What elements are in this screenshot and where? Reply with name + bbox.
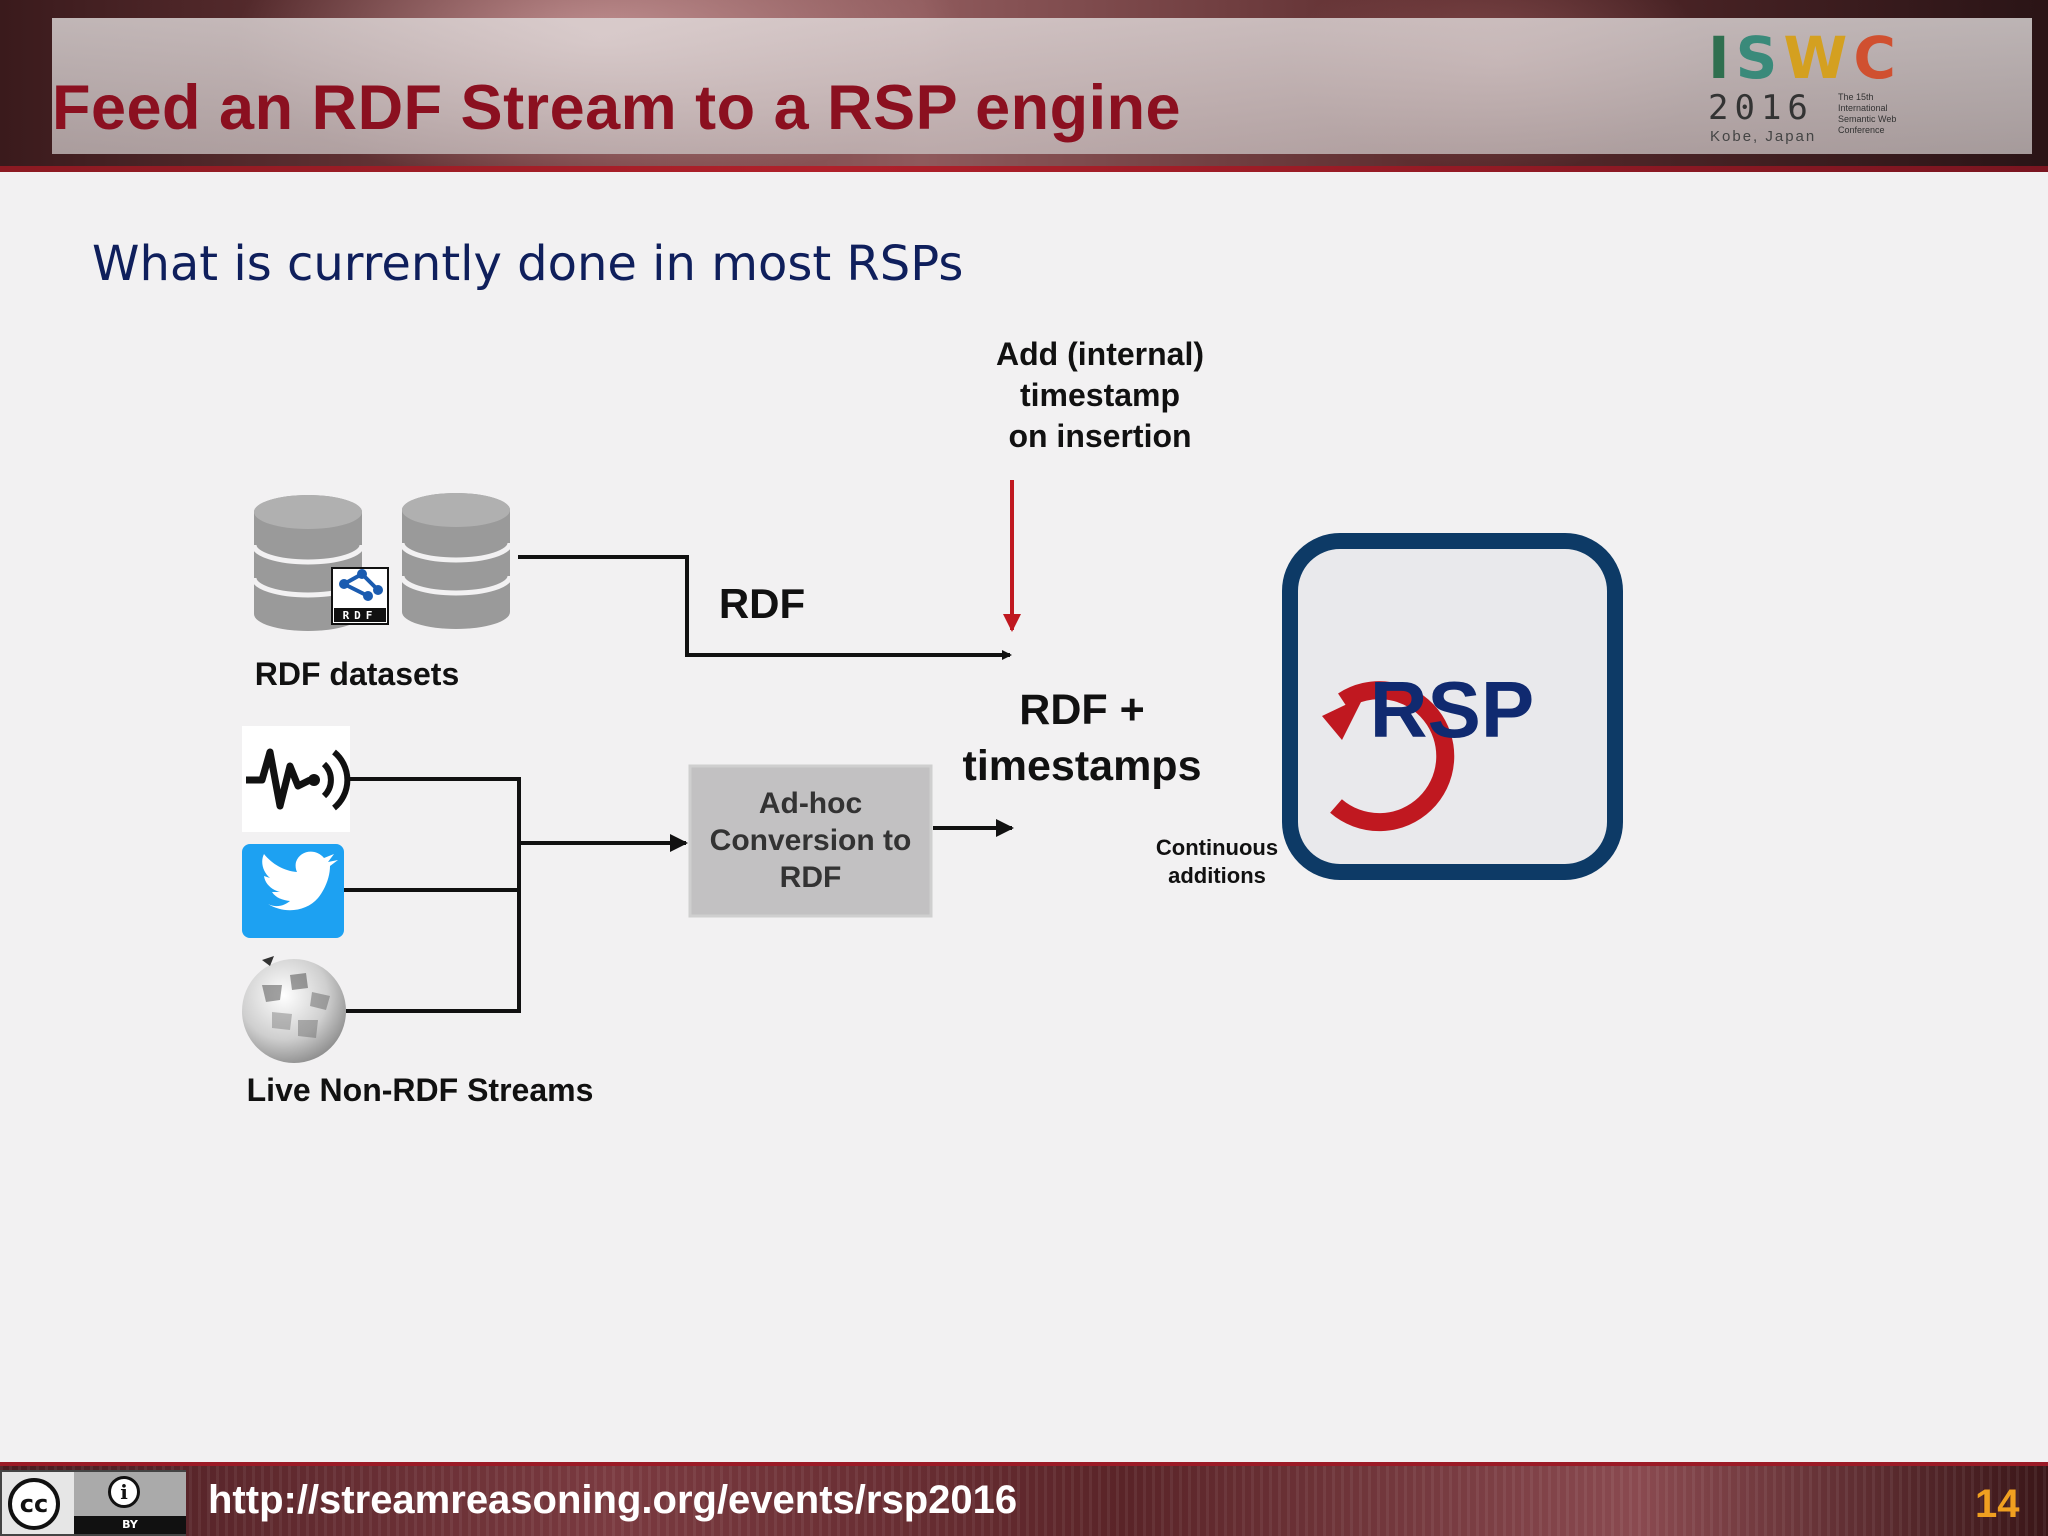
rdf-logo-icon: RDF [331, 567, 389, 625]
rsp-label: RSP [1369, 665, 1535, 754]
rdf-datasets-label: RDF datasets [254, 656, 460, 692]
conversion-box-line: Conversion to [709, 824, 912, 857]
stream-connectors [344, 777, 688, 1013]
cycle-arrow-icon [1322, 681, 1455, 832]
conversion-box-line: Ad-hoc [758, 787, 863, 820]
footer-url-link[interactable]: http://streamreasoning.org/events/rsp201… [208, 1478, 1018, 1522]
wikipedia-icon [242, 956, 346, 1063]
rdf-timestamps-label: RDF + timestamps [942, 682, 1222, 794]
timestamp-note-line: on insertion [1008, 418, 1192, 454]
conversion-box-label: Ad-hoc Conversion to RDF [690, 785, 931, 896]
header-divider [0, 166, 2048, 172]
iswc-logo: ISWC 2016 Kobe, Japan The 15th Internati… [1700, 24, 1930, 148]
cc-license-badge[interactable]: BY i cc [0, 1470, 186, 1536]
iswc-logo-letters: ISWC [1708, 24, 1902, 92]
cc-by-text: BY [122, 1518, 138, 1531]
rdf-connector [518, 555, 1012, 660]
iswc-logo-conference: The 15th International Semantic Web Conf… [1838, 92, 1897, 135]
slide-title: Feed an RDF Stream to a RSP engine [52, 73, 1182, 143]
continuous-additions-line: additions [1168, 863, 1266, 888]
continuous-additions-line: Continuous [1155, 835, 1279, 860]
timestamp-note-line: timestamp [1019, 377, 1181, 413]
conversion-box-line: RDF [779, 861, 842, 894]
cc-by-bottom [74, 1516, 186, 1534]
continuous-additions-label: Continuous additions [1132, 834, 1302, 890]
iswc-logo-place: Kobe, Japan [1710, 128, 1817, 145]
sensor-icon [242, 726, 351, 832]
cc-icon: cc [8, 1478, 60, 1530]
rdf-logo-text: RDF [343, 609, 378, 622]
rdf-timestamps-line: RDF + [1019, 686, 1145, 734]
slide-subtitle: What is currently done in most RSPs [92, 236, 964, 292]
footer-bar [0, 1466, 2048, 1536]
iswc-logo-year: 2016 [1708, 88, 1814, 128]
rdf-timestamps-line: timestamps [962, 742, 1202, 790]
timestamp-note: Add (internal) timestamp on insertion [940, 334, 1260, 457]
header-banner [0, 0, 2048, 166]
rdf-edge-label: RDF [718, 580, 806, 627]
page-number: 14 [1975, 1482, 2020, 1526]
header-panel [52, 18, 2032, 154]
database-icon [399, 493, 513, 629]
live-streams-label: Live Non-RDF Streams [246, 1072, 594, 1108]
timestamp-note-line: Add (internal) [996, 336, 1204, 372]
conversion-box [688, 764, 933, 918]
twitter-icon [242, 844, 344, 938]
footer-divider [0, 1462, 2048, 1467]
attribution-icon: i [108, 1476, 140, 1508]
rsp-engine-box [1282, 533, 1623, 880]
